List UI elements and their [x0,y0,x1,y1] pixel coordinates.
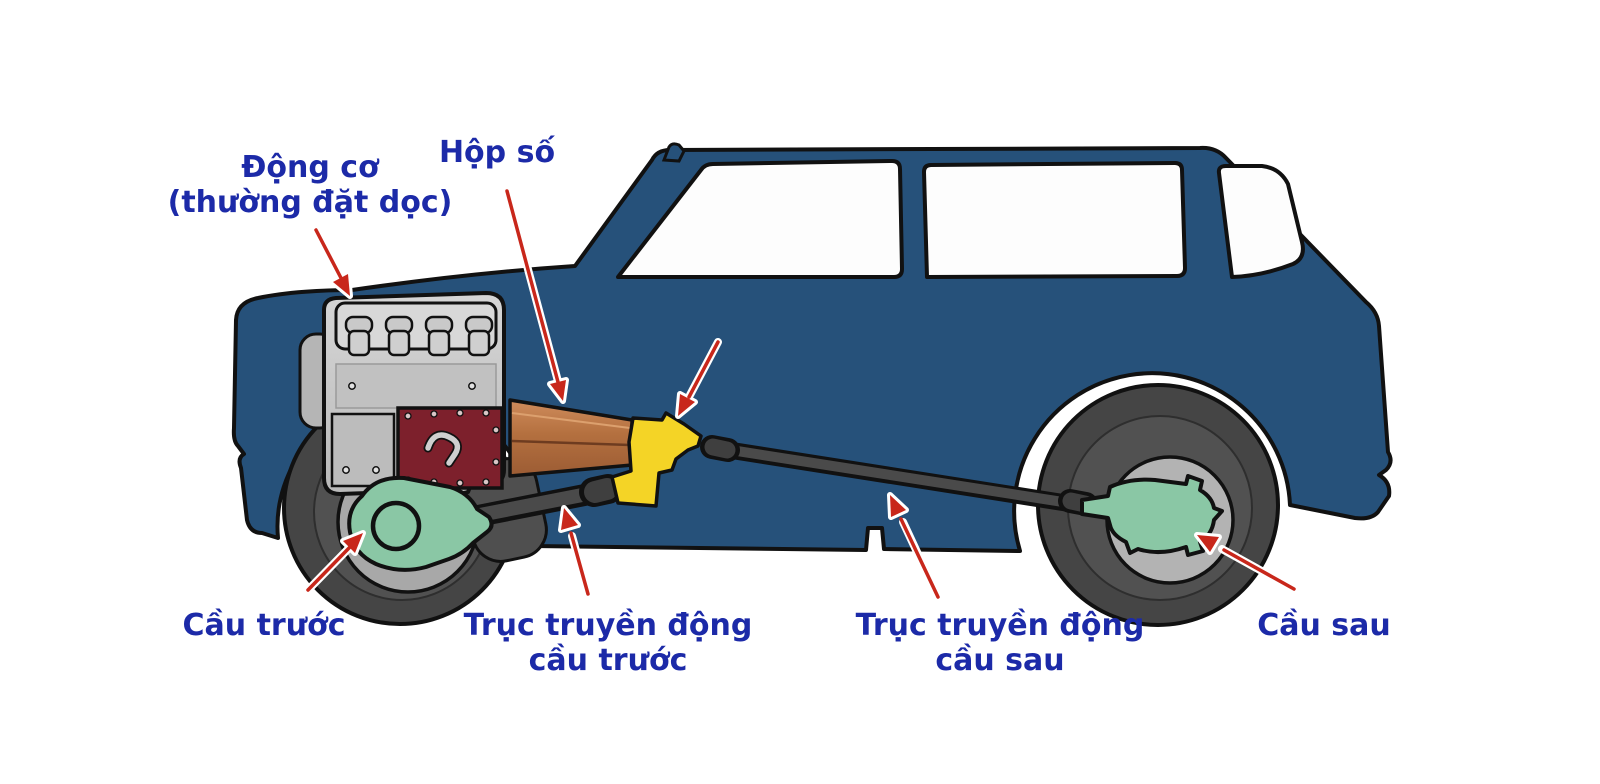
front-driveshaft-shaft [467,474,631,527]
label-engine-line1: Động cơ [241,150,379,185]
front-axle-arrow [304,530,366,594]
engine [298,291,506,500]
rear-door-window [922,161,1187,279]
rear-driveshaft-arrow [887,492,942,601]
label-front-driveshaft-line2: cầu trước [528,643,688,678]
label-engine: Động cơ (thường đặt dọc) [168,150,453,220]
label-rear-driveshaft-line2: cầu sau [935,643,1065,678]
front-driveshaft-arrow [558,505,592,598]
rear-axle-arrow [1194,532,1298,593]
label-front-axle-line1: Cầu trước [182,608,346,643]
engine-oil-pan [396,406,504,490]
rear-differential [1080,474,1224,557]
rear-driveshaft-shaft [700,435,1098,516]
label-gearbox-line1: Hộp số [438,135,556,170]
label-gearbox: Hộp số [439,135,555,170]
label-front-driveshaft: Trục truyền động cầu trước [464,608,753,678]
label-engine-line2: (thường đặt dọc) [167,185,453,220]
mirror-nub [661,142,686,163]
front-door-window [616,159,904,279]
label-rear-axle-line1: Cầu sau [1257,608,1391,643]
label-front-axle: Cầu trước [183,608,346,643]
engine-arrow [312,226,353,299]
label-rear-driveshaft-line1: Trục truyền động [855,608,1145,643]
label-rear-axle: Cầu sau [1257,608,1391,643]
quarter-window [1216,164,1305,279]
label-rear-driveshaft: Trục truyền động cầu sau [856,608,1145,678]
callout-arrows [304,187,1298,601]
front-differential [347,475,494,572]
label-front-driveshaft-line1: Trục truyền động [463,608,753,643]
transfer-case-arrow [675,338,722,419]
transfer-case [610,411,703,508]
gearbox-arrow [503,187,569,404]
